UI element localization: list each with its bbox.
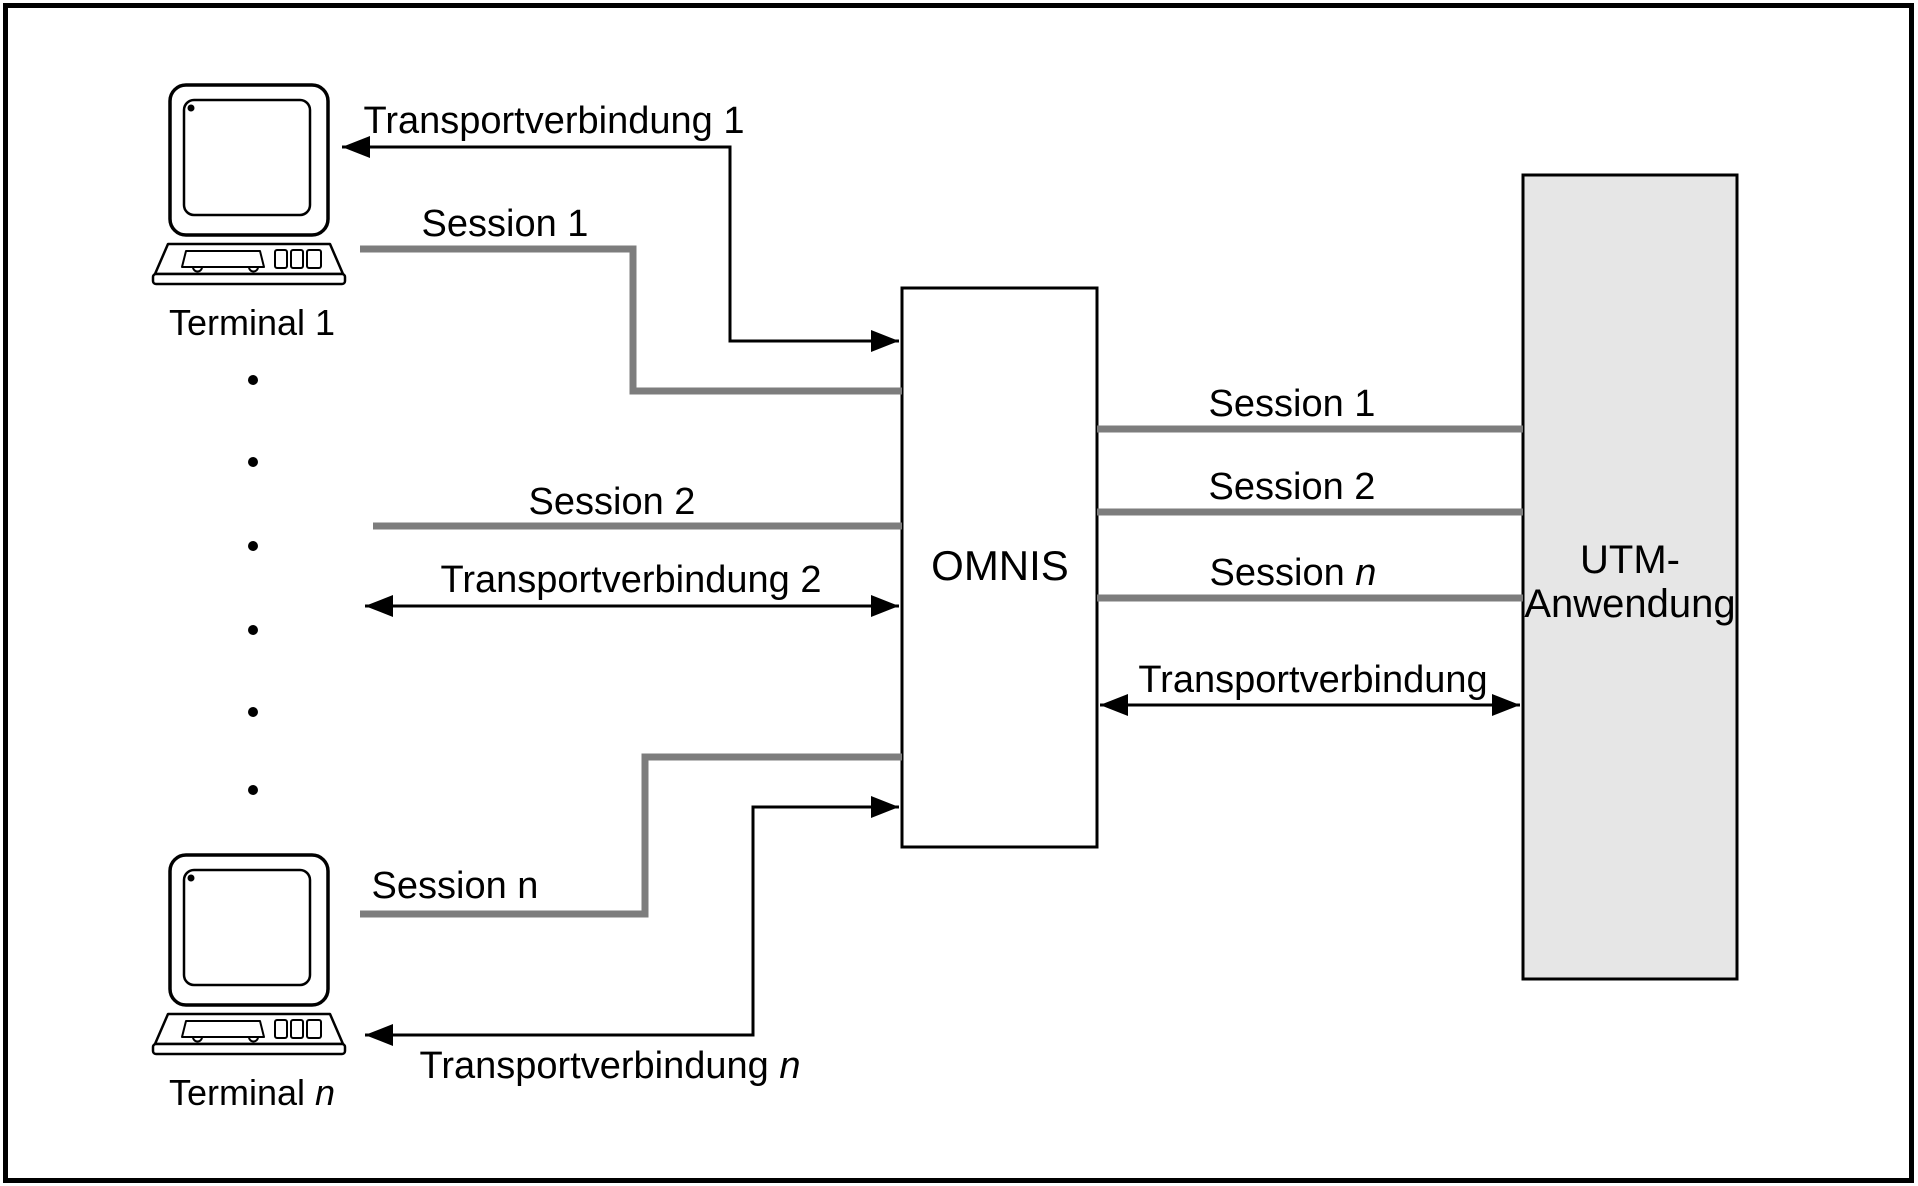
session-1-right-label: Session 1 <box>1209 383 1376 425</box>
arrowhead-icon <box>1492 694 1520 716</box>
connectors: Transportverbindung 1 Session 1 Session 2 T… <box>342 100 1523 1087</box>
transportverbindung-n: Transportverbindung n <box>365 796 899 1087</box>
transportverbindung-1-line <box>342 145 899 343</box>
transportverbindung-1-label: Transportverbindung 1 <box>364 100 745 142</box>
terminal-1-label: Terminal 1 <box>169 302 335 343</box>
transportverbindung-2-label: Transportverbindung 2 <box>441 559 822 601</box>
arrowhead-icon <box>342 136 370 158</box>
session-1-left-line <box>360 245 902 395</box>
terminal-n-label: Terminal n <box>169 1072 335 1113</box>
session-n-left-line <box>360 753 902 918</box>
session-2-left-label: Session 2 <box>529 481 696 523</box>
ellipsis-dot <box>248 625 258 635</box>
session-2-left: Session 2 <box>373 481 902 530</box>
ellipsis-dot <box>248 457 258 467</box>
arrowhead-icon <box>365 595 393 617</box>
terminal-n-icon <box>151 853 347 1056</box>
session-n-right: Session n <box>1097 552 1523 602</box>
arrowhead-icon <box>1100 694 1128 716</box>
transportverbindung-right: Transportverbindung <box>1100 659 1520 716</box>
session-1-left: Session 1 <box>360 203 902 395</box>
ellipsis-dots <box>248 375 258 795</box>
transportverbindung-n-line <box>365 805 899 1037</box>
utm-box <box>1521 173 1739 981</box>
transportverbindung-right-label: Transportverbindung <box>1138 659 1487 701</box>
session-1-right: Session 1 <box>1097 383 1523 433</box>
session-2-right-label: Session 2 <box>1209 466 1376 508</box>
transportverbindung-n-label: Transportverbindung n <box>420 1045 801 1087</box>
arrowhead-icon <box>871 796 899 818</box>
ellipsis-dot <box>248 785 258 795</box>
omnis-box <box>900 286 1099 849</box>
transportverbindung-2: Transportverbindung 2 <box>365 559 899 617</box>
ellipsis-dot <box>248 707 258 717</box>
transportverbindung-1: Transportverbindung 1 <box>342 100 899 352</box>
terminal-1-icon <box>151 83 347 286</box>
session-n-right-label: Session n <box>1210 552 1377 594</box>
ellipsis-dot <box>248 541 258 551</box>
ellipsis-dot <box>248 375 258 385</box>
arrowhead-icon <box>871 595 899 617</box>
session-2-right: Session 2 <box>1097 466 1523 516</box>
arrowhead-icon <box>365 1024 393 1046</box>
session-1-left-label: Session 1 <box>422 203 589 245</box>
utm-label: UTM-Anwendung <box>1524 538 1735 626</box>
session-n-left-label: Session n <box>372 865 539 907</box>
arrowhead-icon <box>871 330 899 352</box>
omnis-label: OMNIS <box>931 542 1069 589</box>
session-n-left: Session n <box>360 753 902 918</box>
